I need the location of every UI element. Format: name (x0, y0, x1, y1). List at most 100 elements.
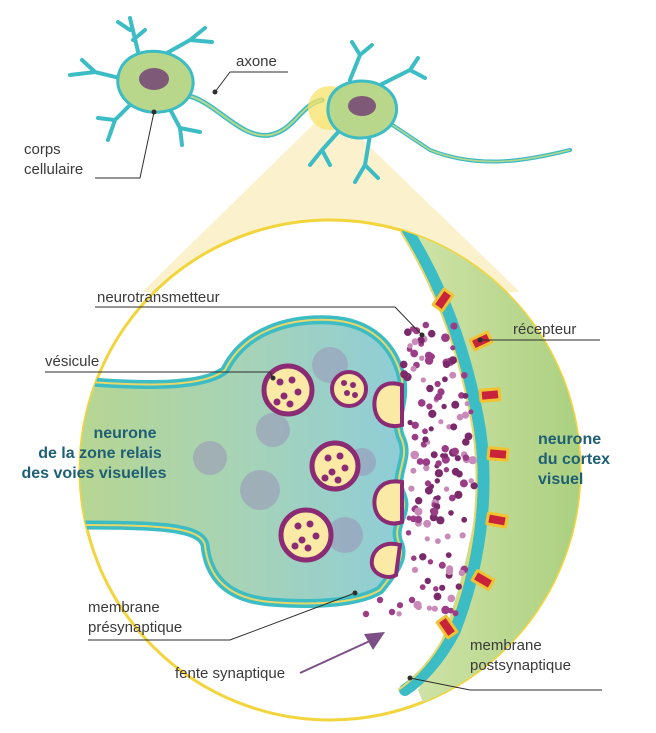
neurotransmitter-dot (424, 536, 430, 542)
label-postsyn-neuron-line1: neurone (538, 431, 601, 448)
neurotransmitter-dot (424, 480, 432, 487)
neurotransmitter-dot (451, 447, 459, 456)
label-membrane-post-line1: membrane (470, 637, 542, 654)
neurotransmitter-dot (417, 336, 424, 344)
neurotransmitter-dot (426, 403, 433, 410)
neurotransmitter-dot (410, 467, 417, 474)
neurotransmitter-dot (427, 559, 434, 565)
neurotransmitter-dot (459, 532, 466, 539)
vesicle (309, 440, 361, 492)
neurotransmitter-dot (408, 596, 416, 604)
vesicle (278, 507, 334, 563)
neurotransmitter-dot (396, 611, 402, 617)
label-membrane-post-line2: postsynaptique (470, 657, 571, 674)
neurotransmitter-dot (450, 423, 458, 431)
neurotransmitter-dot (468, 456, 477, 465)
neurotransmitter-dot (422, 436, 429, 443)
neurotransmitter-dot (411, 555, 417, 561)
neurotransmitter-dot (433, 592, 442, 601)
neurotransmitter-dot (433, 586, 439, 592)
label-membrane-pre-line2: présynaptique (88, 619, 182, 636)
neurotransmitter-dot (445, 552, 452, 558)
neurotransmitter-dot (447, 607, 454, 614)
neurotransmitter-dot (462, 454, 470, 462)
neurotransmitter-dot (449, 356, 457, 365)
neurotransmitter-dot (422, 458, 431, 466)
neurotransmitter-dot (404, 328, 412, 337)
receptor (486, 446, 510, 462)
nucleus (348, 96, 376, 116)
neurotransmitter-dot (405, 530, 412, 536)
neurotransmitter-dot (447, 594, 456, 603)
neurotransmitter-dot (411, 566, 419, 574)
neurotransmitter-dot (414, 507, 423, 516)
neurotransmitter-dot (424, 351, 433, 360)
label-presyn-neuron-line3: des voies visuelles (22, 465, 167, 482)
neurotransmitter-dot (468, 478, 474, 484)
neurotransmitter-dot (454, 490, 463, 499)
axon (182, 92, 325, 138)
neurotransmitter-dot (410, 349, 419, 358)
label-corps-line1: corps (24, 141, 61, 158)
neurotransmitter-dot (443, 467, 450, 473)
neurotransmitter-dot (441, 445, 449, 453)
fusing-vesicle (372, 479, 404, 526)
receptor (485, 511, 509, 529)
neurotransmitter-dot (419, 584, 426, 590)
neurotransmitter-dot (399, 360, 408, 369)
label-corps-line2: cellulaire (24, 161, 83, 178)
neurotransmitter-dot (470, 482, 478, 490)
neurotransmitter-dot (406, 515, 412, 521)
neurotransmitter-dot (409, 326, 416, 332)
neurotransmitter-dot (455, 583, 462, 590)
neurotransmitter-dot (448, 494, 456, 502)
receptor (431, 287, 455, 313)
neurotransmitter-dot (443, 486, 450, 492)
receptors (431, 287, 510, 640)
label-presyn-neuron-line1: neurone (93, 425, 156, 442)
neurotransmitter-dot (451, 400, 460, 409)
neurotransmitter-dot (423, 464, 430, 472)
neurotransmitter-dot (438, 561, 446, 569)
neurotransmitter-dot (459, 479, 468, 488)
neurotransmitter-dot (434, 395, 440, 401)
neurotransmitter-dot (464, 401, 470, 407)
neurotransmitter-dot (442, 360, 451, 369)
neurotransmitter-dot (411, 338, 419, 346)
neurotransmitter-dot (416, 458, 424, 465)
fusing-vesicle (372, 381, 404, 429)
neurotransmitter-dot (417, 399, 426, 407)
neurotransmitter-dot (461, 516, 468, 523)
neurotransmitter-dot (411, 433, 419, 441)
neurotransmitter-dot (462, 393, 469, 399)
neurotransmitter-dot (427, 329, 436, 338)
neurotransmitter-dot (415, 497, 423, 505)
label-membrane-pre-line1: membrane (88, 599, 160, 616)
label-axone: axone (236, 53, 277, 70)
nucleus (139, 68, 169, 90)
neurotransmitter-dot (442, 376, 448, 383)
leader-lines (45, 71, 602, 691)
fusing-vesicle (369, 541, 403, 579)
neurotransmitter-dot (452, 610, 459, 617)
neurotransmitter-dot (443, 453, 448, 459)
neurotransmitter-dot (439, 584, 446, 591)
neurotransmitter-dot (434, 469, 443, 478)
neurotransmitter-dot (419, 355, 425, 361)
neurotransmitter-dot (454, 455, 461, 462)
neurotransmitter-dot (423, 519, 431, 528)
neurotransmitter-dot (413, 600, 422, 610)
neurotransmitter-dot (426, 605, 432, 611)
neurotransmitter-dot (435, 538, 441, 544)
neurotransmitter-dot (407, 343, 413, 349)
neurotransmitter-dot (441, 605, 450, 615)
neurotransmitter-dot (424, 577, 431, 585)
neurotransmitter-dot (431, 605, 438, 612)
neurotransmitter-dot (411, 421, 419, 429)
label-vesicule: vésicule (45, 353, 99, 370)
neurotransmitter-dot (436, 516, 445, 525)
receptor (435, 614, 459, 640)
neurotransmitter-dot (450, 322, 458, 330)
neurotransmitter-dot (430, 507, 439, 516)
